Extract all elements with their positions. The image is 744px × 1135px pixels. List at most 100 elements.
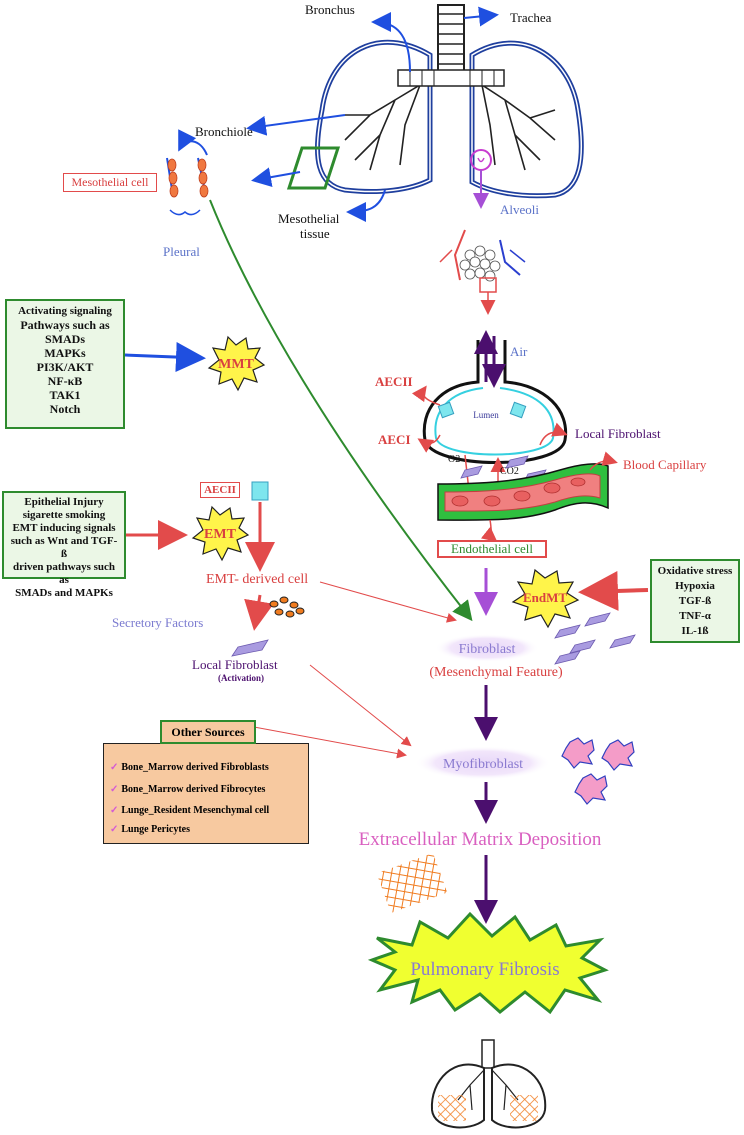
aeci-arrow [417,434,441,453]
emt-line: sigarette smoking [22,509,106,521]
other-source-item: ✓Lunge Pericytes [110,824,190,835]
pulmonary-fibrosis-label: Pulmonary Fibrosis [410,959,559,980]
mesenchymal-feature-label: (Mesenchymal Feature) [429,665,563,680]
emt-line: EMT inducing signals [12,522,116,534]
secretory-factors-dots [269,596,305,618]
mmt-signaling-box: Activating signaling Pathways such as SM… [5,299,125,429]
endmt-line: Hypoxia [675,580,715,592]
check-icon: ✓ [110,824,119,835]
pulmonary-fibrosis-burst [367,911,609,1015]
emt-line: Epithelial Injury [24,496,104,508]
other-source-text: Bone_Marrow derived Fibrocytes [121,784,266,795]
other-source-item: ✓Bone_Marrow derived Fibroblasts [110,762,269,773]
endmt-line: TGF-ß [678,595,712,607]
check-icon: ✓ [110,805,119,816]
other-source-text: Lunge Pericytes [121,824,190,835]
endmt-signaling-box: Oxidative stress Hypoxia TGF-ß TNF-α IL-… [650,559,740,643]
lungs-illustration [286,4,584,199]
mesothelial-tissue-label-1: Mesothelial [278,211,340,226]
other-source-text: Bone_Marrow derived Fibroblasts [121,762,269,773]
emt-line: driven pathways such as [12,561,116,586]
mmt-line: Pathways such as [20,318,110,332]
aecii-arrow [411,385,441,406]
endmt-line: IL-1ß [681,625,709,637]
trachea-label: Trachea [510,10,552,25]
mmt-line: SMADs [44,332,85,346]
pleural-label: Pleural [163,244,200,259]
other-sources-title: Other Sources [160,720,256,744]
air-flow-arrows [474,330,506,388]
emt-line: SMADs and MAPKs [15,587,113,599]
o2-label: O2 [448,454,460,465]
fibroblast-glow [435,634,539,662]
other-source-item: ✓Bone_Marrow derived Fibrocytes [110,784,265,795]
blood-capillary-arrow [589,451,618,471]
alveolus-detail-illustration [422,340,568,464]
mesothelial-cell-box: Mesothelial cell [63,173,157,192]
air-label: Air [510,344,528,359]
endothelial-arrow [480,519,498,542]
alveoli-cluster-illustration [439,229,526,293]
myofibroblast-glow [415,746,551,780]
fibroblast-label: Fibroblast [459,642,516,657]
pleural-to-fibroblast-arrow [209,199,473,622]
other-source-text: Lunge_Resident Mesenchymal cell [121,805,270,816]
other-source-item: ✓Lunge_Resident Mesenchymal cell [110,805,269,816]
mmt-line: Activating signaling [18,305,112,317]
fibroblast-cells [554,612,636,665]
alveolus-aecii-label: AECII [375,374,413,389]
mmt-label: MMT [218,357,254,372]
pleural-illustration [166,157,209,216]
ecm-mesh [376,853,448,913]
aeci-label: AECI [378,432,411,447]
endothelial-cell-label: Endothelial cell [451,541,533,556]
endothelial-cell-box: Endothelial cell [437,540,547,558]
mmt-line: PI3K/AKT [36,360,94,374]
local-fibroblast-cell [231,639,269,657]
mmt-arrow [124,342,206,373]
check-icon: ✓ [110,762,119,773]
other-sources-box: ✓Bone_Marrow derived Fibroblasts ✓Bone_M… [103,743,309,844]
alveolus-local-fibroblast-label: Local Fibroblast [575,426,661,441]
endmt-line: Oxidative stress [657,565,733,577]
emt-aecii-box: AECII [200,482,240,498]
blood-capillary-illustration [437,463,609,521]
ecm-label: Extracellular Matrix Deposition [359,829,602,850]
mmt-line: NF-κB [47,374,83,388]
lumen-label: Lumen [473,410,499,420]
endmt-line: TNF-α [679,610,711,622]
endmt-label: EndMT [523,590,567,605]
co2-label: CO2 [500,466,519,477]
myofibroblast-label: Myofibroblast [443,757,523,772]
other-sources-to-myofibroblast-arrow [253,726,407,759]
alveoli-label: Alveoli [500,202,539,217]
mmt-line: Notch [49,402,81,416]
local-to-myofibroblast-arrow [309,664,412,747]
mesothelial-tissue-label-2: tissue [300,226,330,241]
endmt-burst [511,568,580,629]
emt-burst [191,505,250,562]
check-icon: ✓ [110,784,119,795]
myofibroblast-cells [561,737,635,805]
activation-label: (Activation) [218,673,264,683]
bronchiole-label: Bronchiole [195,124,253,139]
secretory-factors-label: Secretory Factors [112,615,204,630]
emt-aecii-cell [251,481,269,501]
fibrotic-lungs-illustration [430,1039,547,1129]
mmt-line: TAK1 [49,388,81,402]
mmt-burst [207,335,266,392]
local-fibroblast-arrow [539,422,568,446]
anatomy-pointer-arrows [178,6,499,222]
endmt-arrow [578,570,649,611]
emt-derived-cell-label: EMT- derived cell [206,572,309,587]
mmt-line: MAPKs [44,346,86,360]
derived-to-fibroblast-arrow [319,581,457,623]
blood-capillary-label: Blood Capillary [623,457,707,472]
derived-to-local-arrow [244,594,274,631]
bronchus-label: Bronchus [305,2,355,17]
emt-signaling-box: Epithelial Injury sigarette smoking EMT … [2,491,126,599]
emt-line: such as Wnt and TGF-ß [10,535,118,560]
emt-aecii-label: AECII [204,484,236,496]
emt-local-fibroblast-label: Local Fibroblast [192,657,278,672]
